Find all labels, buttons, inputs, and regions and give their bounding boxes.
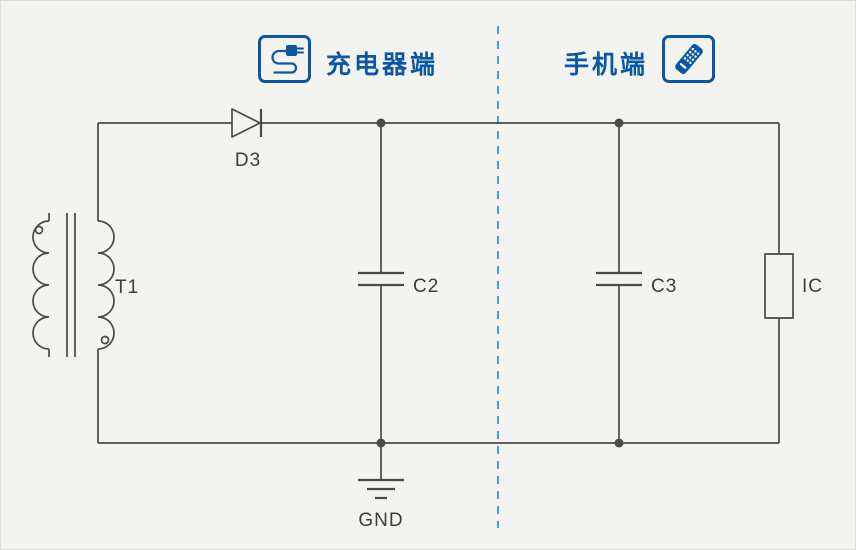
capacitor-c2-symbol [358, 123, 404, 443]
transformer-label: T1 [115, 277, 139, 298]
charger-icon-box [258, 35, 311, 83]
junction-dot [614, 118, 624, 128]
transformer-symbol [32, 213, 115, 357]
capacitor-c3-symbol [596, 123, 642, 443]
diode-triangle [231, 108, 261, 138]
capacitor-c2-label: C2 [413, 276, 439, 297]
capacitor-c3-label: C3 [651, 276, 677, 297]
diode-label: D3 [235, 150, 261, 171]
charger-section-label: 充电器端 [326, 51, 439, 79]
diode-symbol [231, 108, 263, 138]
transformer-secondary-coil [97, 220, 115, 350]
junction-dot [376, 118, 386, 128]
junction-dot [614, 438, 624, 448]
junction-dots [376, 118, 624, 448]
circuit-wires [97, 122, 780, 444]
junction-dot [376, 438, 386, 448]
ic-label: IC [802, 276, 823, 297]
ground-symbol [358, 443, 404, 500]
transformer-polarity-dot-top [34, 225, 44, 235]
smartphone-icon [674, 43, 703, 75]
charger-plug-icon [270, 45, 304, 74]
phone-icon-box [662, 35, 715, 83]
phone-section-label: 手机端 [564, 51, 649, 79]
ic-symbol [764, 253, 794, 319]
transformer-primary-coil [32, 220, 50, 350]
transformer-polarity-dot-bottom [100, 335, 110, 345]
transformer-core-lines [66, 213, 76, 357]
ground-label: GND [358, 510, 403, 531]
